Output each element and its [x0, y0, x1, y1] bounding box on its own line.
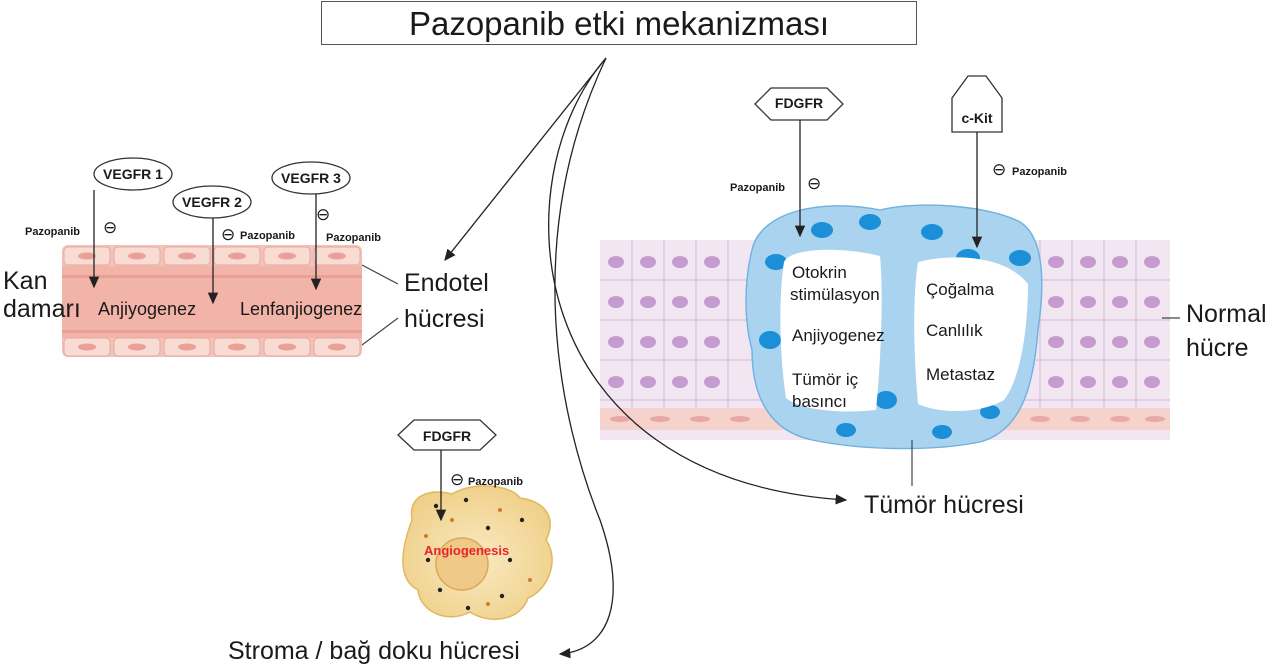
page-title: Pazopanib etki mekanizması — [321, 1, 917, 45]
inhibit-icon-vegfr2: ⊖ — [221, 225, 236, 244]
inhibit-icon-fdgfr: ⊖ — [807, 174, 822, 193]
normal-cell-label-1: Normal — [1186, 300, 1267, 328]
vegfr1-oval — [93, 157, 173, 191]
ckit-label: c-Kit — [961, 110, 993, 126]
pazopanib-label-fdgfr: Pazopanib — [730, 182, 786, 194]
angiogenesis-label: Angiogenesis — [424, 543, 510, 558]
vegfr2-oval — [172, 185, 252, 219]
tumor-mass — [745, 204, 1043, 450]
inhibit-icon-ckit: ⊖ — [992, 160, 1007, 179]
stroma-granules-dark — [425, 497, 525, 611]
vessel-cell-nuclei — [78, 252, 346, 351]
effect-basinci: basıncı — [792, 392, 847, 411]
effect-otokrin: Otokrin — [792, 263, 847, 282]
effect-cogalma: Çoğalma — [926, 280, 995, 299]
pazopanib-label-vegfr3: Pazopanib — [326, 232, 382, 244]
vegfr1-label: VEGFR 1 — [103, 166, 163, 182]
connector-tumor — [548, 57, 848, 505]
lenfanjiogenez-label: Lenfanjiogenez — [240, 299, 363, 319]
pazopanib-label-ckit: Pazopanib — [1012, 166, 1068, 178]
vegfr2-label: VEGFR 2 — [182, 194, 242, 210]
endotel-label-2: hücresi — [404, 305, 485, 333]
pazopanib-label-vegfr2: Pazopanib — [240, 230, 296, 242]
pazopanib-label-stroma: Pazopanib — [468, 476, 524, 488]
fdgfr-stroma-label: FDGFR — [422, 428, 472, 444]
inhibit-icon-vegfr3: ⊖ — [316, 205, 331, 224]
endotel-label-1: Endotel — [404, 269, 489, 297]
effect-metastaz: Metastaz — [926, 365, 995, 384]
stroma-cell-label: Stroma / bağ doku hücresi — [228, 637, 520, 665]
tumor-cell-label: Tümör hücresi — [864, 491, 1024, 519]
fdgfr-stroma-hexagon — [397, 419, 497, 451]
vegfr3-label: VEGFR 3 — [281, 170, 341, 186]
inhibit-icon-vegfr1: ⊖ — [103, 218, 118, 237]
kan-damari-label-2: damarı — [3, 295, 81, 323]
basement-nuclei — [610, 416, 1165, 422]
vegfr3-oval — [271, 161, 351, 195]
anjiyogenez-label: Anjiyogenez — [98, 299, 197, 319]
effect-anjiyogenez: Anjiyogenez — [792, 326, 885, 345]
fdgfr-tumor-label: FDGFR — [774, 95, 824, 111]
stroma-nucleus — [435, 537, 489, 591]
connector-endotel — [444, 57, 607, 262]
effect-canlilik: Canlılık — [926, 321, 983, 340]
blood-vessel — [62, 245, 399, 357]
pazopanib-label-vegfr1: Pazopanib — [25, 226, 81, 238]
normal-cell-nuclei — [608, 256, 1160, 388]
connector-stroma — [554, 57, 614, 659]
stroma-granules-orange — [424, 508, 532, 606]
effect-stimulasyon: stimülasyon — [790, 285, 880, 304]
inhibit-icon-stroma: ⊖ — [450, 470, 465, 489]
ckit-shape — [951, 75, 1003, 133]
kan-damari-label-1: Kan — [3, 267, 48, 295]
effect-tumor-ic: Tümör iç — [792, 370, 859, 389]
tumor-window-right — [914, 257, 1028, 412]
fdgfr-tumor-hexagon — [754, 87, 844, 121]
title-connectors — [444, 57, 848, 659]
vessel-lumen-stripes — [62, 275, 362, 333]
tumor-window-left — [780, 249, 882, 412]
normal-cell-label-2: hücre — [1186, 334, 1249, 362]
